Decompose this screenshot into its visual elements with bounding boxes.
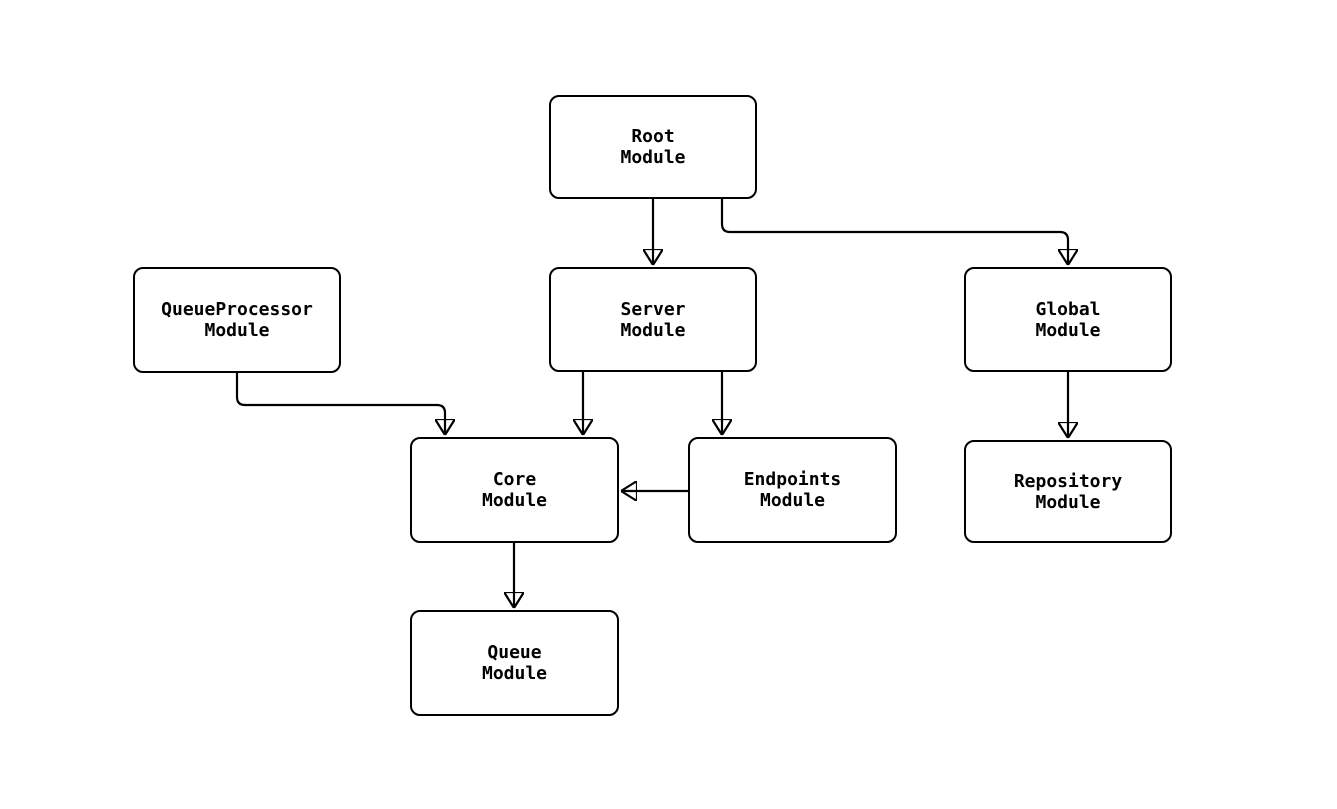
node-label: Endpoints (743, 469, 842, 490)
edge-queueprocessor-core (235, 371, 445, 436)
node-label: Server (620, 298, 686, 320)
node-label: Module (620, 319, 686, 341)
node-label: Module (481, 663, 548, 684)
node-label: Module (620, 147, 686, 168)
node-label: Module (204, 320, 270, 341)
node-root-module: Root Module (549, 95, 757, 199)
node-label: QueueProcessor (161, 299, 313, 320)
edge-root-global (720, 196, 1068, 266)
node-label: Module (481, 490, 548, 511)
node-server-module: Server Module (549, 267, 757, 372)
node-label: Repository (1013, 470, 1123, 492)
node-global-module: Global Module (964, 267, 1172, 372)
node-label: Module (1035, 491, 1101, 513)
node-queueprocessor-module: QueueProcessor Module (133, 267, 341, 373)
node-endpoints-module: Endpoints Module (688, 437, 897, 543)
node-label: Module (759, 490, 826, 511)
node-label: Core (492, 469, 537, 490)
node-label: Module (1035, 319, 1101, 341)
node-repository-module: Repository Module (964, 440, 1172, 543)
node-label: Global (1035, 298, 1101, 320)
node-core-module: Core Module (410, 437, 619, 543)
node-queue-module: Queue Module (410, 610, 619, 716)
node-label: Root (631, 126, 675, 147)
node-label: Queue (487, 642, 542, 663)
